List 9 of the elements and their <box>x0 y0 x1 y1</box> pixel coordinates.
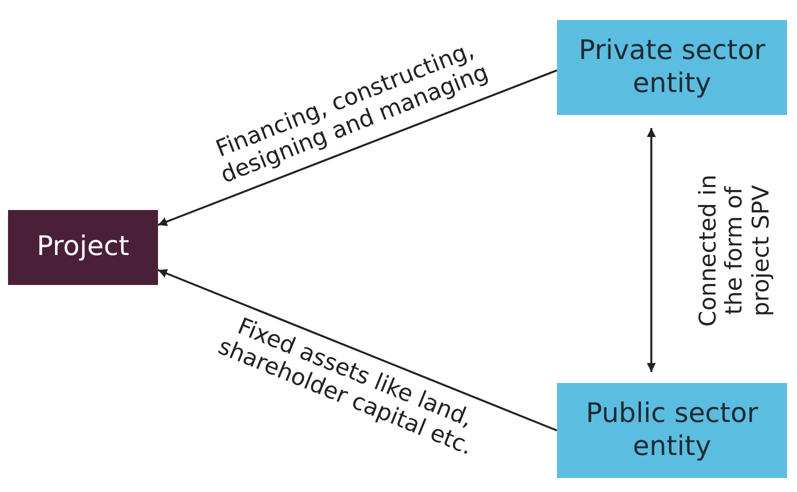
project-box <box>8 210 158 285</box>
arrow <box>646 128 656 372</box>
entity-box <box>557 20 787 115</box>
arrow <box>158 69 558 226</box>
node-label: Project <box>36 231 130 264</box>
arrow <box>158 269 558 432</box>
node-label: Private sector entity <box>578 35 766 100</box>
entity-box <box>557 383 787 478</box>
node-label: Public sector entity <box>584 398 760 463</box>
